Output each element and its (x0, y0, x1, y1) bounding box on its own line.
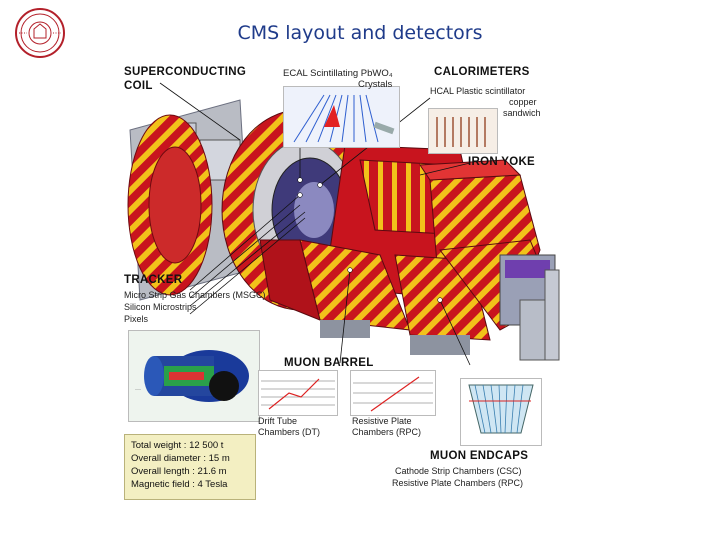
rpc-label-line1: Resistive Plate (352, 416, 412, 427)
dt-label-line2: Chambers (DT) (258, 427, 320, 438)
ecal-inset (283, 86, 400, 148)
calorimeters-label: CALORIMETERS (434, 66, 530, 78)
stat-total-weight: Total weight : 12 500 t (131, 439, 249, 452)
hcal-label-line3: sandwich (503, 108, 541, 119)
rpc-inset (350, 370, 436, 416)
ecal-label-line1: ECAL Scintillating PbWO₄ (283, 68, 393, 79)
endcap-rpc-label: Resistive Plate Chambers (RPC) (392, 478, 523, 489)
ecal-label-line2: Crystals (358, 79, 392, 90)
tracker-item-silicon: Silicon Microstrips (124, 302, 197, 313)
detector-stats-box: Total weight : 12 500 t Overall diameter… (124, 434, 256, 500)
coil-label-line2: COIL (124, 80, 153, 92)
svg-text:···: ··· (135, 387, 141, 393)
hcal-inset (428, 108, 498, 154)
tracker-label: TRACKER (124, 274, 182, 286)
tracker-item-pixels: Pixels (124, 314, 148, 325)
left-endcap (128, 115, 212, 295)
hcal-label-line2: copper (509, 97, 537, 108)
muon-barrel-label: MUON BARREL (284, 357, 374, 369)
iron-yoke-label: IRON YOKE (468, 156, 535, 168)
csc-label: Cathode Strip Chambers (CSC) (395, 466, 522, 477)
rpc-label-line2: Chambers (RPC) (352, 427, 421, 438)
hcal-label-line1: HCAL Plastic scintillator (430, 86, 525, 97)
muon-endcaps-label: MUON ENDCAPS (430, 450, 528, 462)
dt-inset (258, 370, 338, 416)
csc-inset (460, 378, 542, 446)
coil-label-line1: SUPERCONDUCTING (124, 66, 246, 78)
stat-magnetic-field: Magnetic field : 4 Tesla (131, 478, 249, 491)
stat-overall-length: Overall length : 21.6 m (131, 465, 249, 478)
tracker-inset: ··· (128, 330, 260, 422)
stat-overall-diameter: Overall diameter : 15 m (131, 452, 249, 465)
tracker-item-msgc: Micro Strip Gas Chambers (MSGC) (124, 290, 266, 301)
dt-label-line1: Drift Tube (258, 416, 297, 427)
